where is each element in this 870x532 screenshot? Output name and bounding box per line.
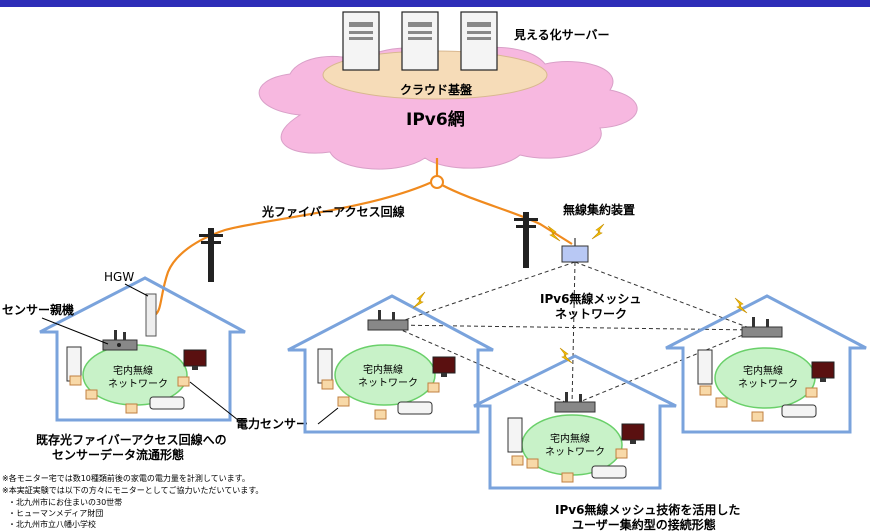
lightning-icon (412, 291, 426, 309)
tv-icon (183, 349, 207, 370)
tv-icon (811, 361, 835, 382)
ipv6-cloud (258, 46, 638, 170)
mesh-label-line1: IPv6無線メッシュ (540, 291, 641, 306)
wireless-aggregator-device (547, 223, 605, 263)
home-network-label: 宅内無線 (743, 364, 783, 377)
note-line: ・北九州市にお住まいの30世帯 (8, 497, 122, 507)
power-sensor-pointer (189, 381, 239, 421)
mesh-label-line2: ネットワーク (555, 307, 627, 321)
home-network-area (714, 347, 816, 409)
power-sensor-icon (615, 448, 628, 459)
fiber-access-label: 光ファイバーアクセス回線 (261, 204, 405, 219)
refrigerator-icon (697, 349, 713, 385)
power-sensor-icon (751, 411, 764, 422)
server-icon (401, 11, 439, 71)
fiber-lines (154, 158, 573, 316)
house-right: 宅内無線 ネットワーク (665, 294, 867, 434)
power-sensor-icon (321, 379, 334, 390)
lightning-icon (547, 225, 561, 242)
power-sensor-icon (374, 409, 387, 420)
mesh-links (389, 261, 756, 406)
house-left: 宅内無線 ネットワーク (39, 276, 246, 422)
left-caption-line1: 既存光ファイバーアクセス回線への (36, 432, 227, 447)
server-icon (460, 11, 498, 71)
hgw-device (145, 293, 157, 337)
utility-pole-right (514, 212, 538, 268)
hgw-pointer (124, 283, 149, 297)
tv-icon (432, 356, 456, 377)
sensor-parent-pointer (41, 317, 109, 345)
power-sensor-icon (69, 375, 82, 386)
wireless-aggregator-label: 無線集約装置 (563, 202, 635, 217)
power-sensor-icon (85, 389, 98, 400)
tv-icon (621, 423, 645, 444)
power-sensor-icon (511, 455, 524, 466)
server-label: 見える化サーバー (513, 27, 610, 42)
left-caption-line2: センサーデータ流通形態 (52, 447, 184, 462)
note-line: ※本実証実験では以下の方々にモニターとしてご協力いただいています。 (2, 485, 263, 495)
sensor-parent-label: センサー親機 (2, 302, 74, 317)
power-sensor-label: 電力センサー (236, 416, 308, 431)
home-network-label: 宅内無線 (113, 364, 153, 377)
ipv6-net-label: IPv6網 (406, 109, 465, 130)
power-sensor-icon (699, 385, 712, 396)
server-icon (342, 11, 380, 71)
power-sensor-icon (715, 397, 728, 408)
house-middle: 宅内無線 ネットワーク (287, 291, 494, 434)
mesh-router-device (554, 392, 596, 413)
home-network-label: ネットワーク (108, 378, 168, 390)
home-network-label: ネットワーク (545, 446, 605, 458)
air-conditioner-icon (781, 404, 817, 418)
right-caption-line1: IPv6無線メッシュ技術を活用した (555, 502, 740, 517)
refrigerator-icon (507, 417, 523, 453)
mesh-router-device (741, 317, 783, 338)
mesh-router-device (367, 310, 409, 331)
sensor-parent-device (102, 330, 138, 351)
home-network-label: 宅内無線 (363, 363, 403, 376)
utility-pole-left (199, 228, 223, 282)
top-bar (0, 0, 870, 7)
home-network-label: ネットワーク (738, 378, 798, 390)
home-network-label: 宅内無線 (550, 432, 590, 445)
cloud-platform-label: クラウド基盤 (400, 82, 473, 97)
power-sensor-icon (526, 458, 539, 469)
air-conditioner-icon (591, 465, 627, 479)
home-network-label: ネットワーク (358, 377, 418, 389)
power-sensor-icon (805, 387, 818, 398)
hgw-label: HGW (104, 270, 134, 284)
power-sensor-icon (427, 382, 440, 393)
air-conditioner-icon (149, 396, 185, 410)
lightning-icon (591, 223, 605, 240)
home-network-area (334, 344, 436, 406)
air-conditioner-icon (397, 401, 433, 415)
note-line: ・ヒューマンメディア財団 (8, 508, 103, 518)
note-line: ※各モニター宅では数10種類前後の家電の電力量を計測しています。 (2, 473, 250, 483)
server-group (342, 11, 498, 71)
power-sensor-pointer (317, 407, 339, 425)
power-sensor-icon (337, 396, 350, 407)
lightning-icon (559, 347, 573, 364)
fiber-junction (430, 175, 444, 189)
lightning-icon (734, 297, 748, 314)
power-sensor-icon (125, 403, 138, 414)
power-sensor-icon (561, 472, 574, 483)
power-sensor-icon (177, 376, 190, 387)
house-bottom: 宅内無線 ネットワーク (473, 347, 677, 490)
refrigerator-icon (317, 348, 333, 384)
note-line: ・北九州市立八幡小学校 (8, 519, 96, 529)
right-caption-line2: ユーザー集約型の接続形態 (572, 517, 716, 532)
